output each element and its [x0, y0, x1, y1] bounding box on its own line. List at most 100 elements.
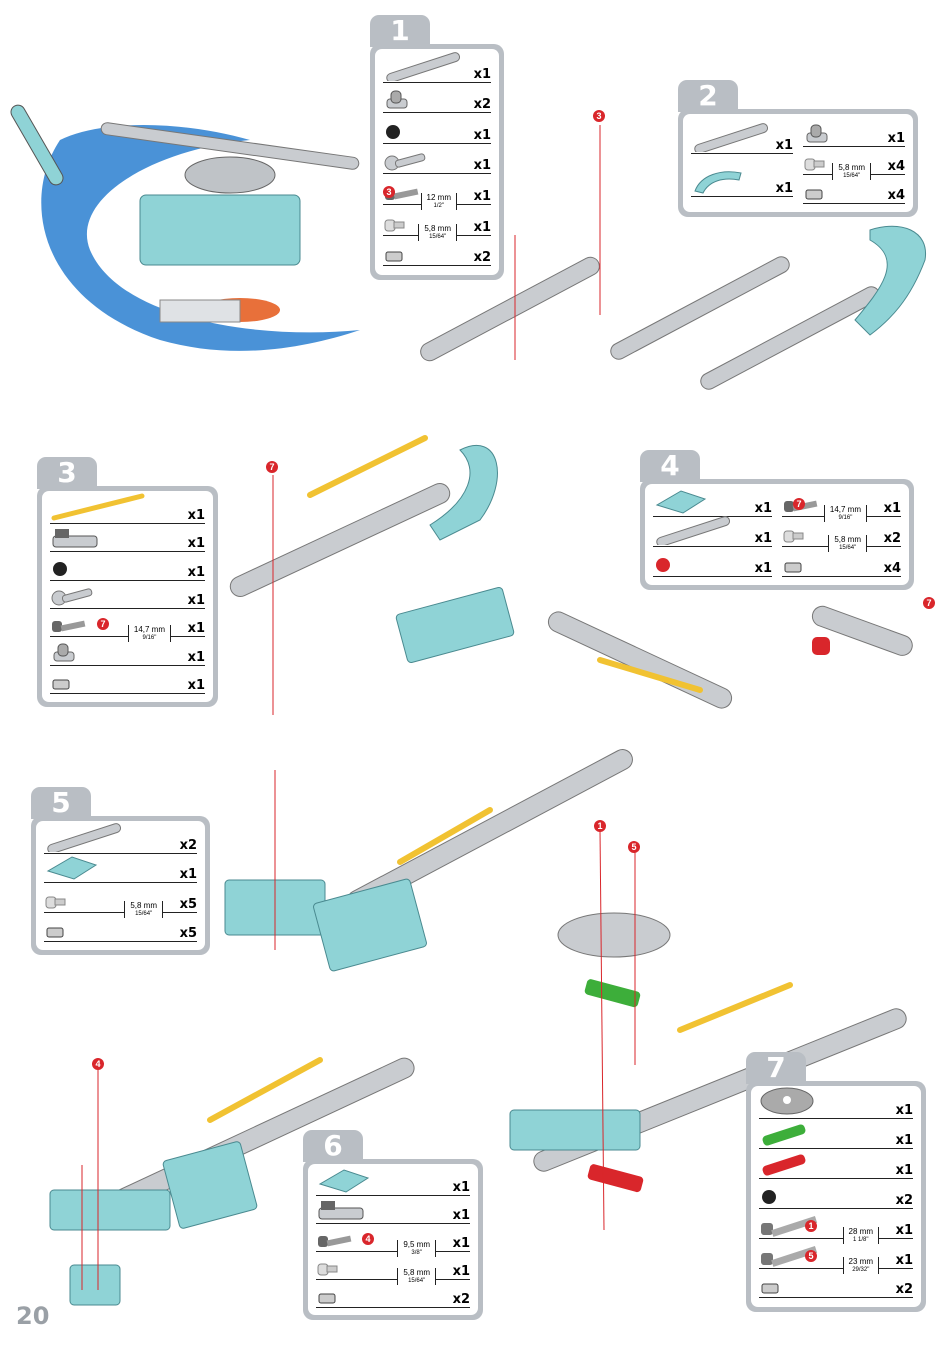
part-quantity: x2 — [895, 1192, 913, 1208]
part-quantity: x1 — [895, 1103, 913, 1119]
screw-callout-badge: 1 — [594, 820, 606, 832]
screw-reference-badge: 5 — [805, 1249, 817, 1262]
part-quantity: x1 — [754, 530, 772, 546]
part-quantity: x2 — [452, 1291, 470, 1307]
screw-reference-badge: 7 — [97, 618, 109, 631]
part-quantity: x2 — [895, 1282, 913, 1298]
part-row: x1 — [50, 556, 205, 581]
size-inch: 15/64" — [429, 233, 447, 240]
part-quantity: x1 — [187, 507, 205, 523]
size-mm: 5,8 mm — [130, 900, 157, 910]
part-row: x1 — [759, 1087, 913, 1120]
size-inch: 15/64" — [408, 1277, 426, 1284]
part-quantity: x1 — [187, 536, 205, 552]
part-quantity: x1 — [473, 66, 491, 82]
part-quantity: x1 — [452, 1263, 470, 1279]
step-number-tab: 6 — [303, 1130, 363, 1162]
part-row: x2 — [44, 823, 197, 855]
part-row: x1 — [316, 1199, 470, 1225]
screw-callout-badge: 7 — [266, 461, 278, 473]
part-quantity: x1 — [895, 1252, 913, 1268]
part-row: x1 — [316, 1169, 470, 1197]
part-row: x2 — [759, 1273, 913, 1299]
part-quantity: x1 — [895, 1222, 913, 1238]
part-quantity: x2 — [473, 97, 491, 113]
screw-callout-badge: 5 — [628, 841, 640, 853]
step-number-tab: 4 — [640, 450, 700, 482]
screw-callout-badge: 7 — [923, 597, 935, 609]
part-row: x1 — [383, 119, 491, 144]
step-number-tab: 7 — [746, 1052, 806, 1084]
size-mm: 12 mm — [426, 193, 451, 203]
part-row: x1 — [50, 669, 205, 695]
part-row: x1 — [653, 516, 772, 547]
part-quantity: x1 — [179, 867, 197, 883]
part-quantity: x1 — [775, 181, 793, 196]
part-quantity: x1 — [473, 158, 491, 174]
part-quantity: x1 — [187, 678, 205, 694]
part-row: x1 — [383, 51, 491, 83]
size-mm: 28 mm — [848, 1226, 873, 1236]
part-quantity: x1 — [473, 189, 491, 205]
page-number: 20 — [16, 1302, 50, 1330]
size-mm: 23 mm — [848, 1256, 873, 1266]
size-inch: 15/64" — [839, 544, 857, 551]
part-row: x1 — [50, 641, 205, 666]
part-quantity: x5 — [179, 925, 197, 941]
part-row: x1 — [50, 493, 205, 524]
size-inch: 1 1/8" — [853, 1236, 869, 1243]
size-mm: 14,7 mm — [133, 625, 165, 635]
part-quantity: x1 — [895, 1133, 913, 1149]
size-mm: 5,8 mm — [834, 534, 861, 544]
part-quantity: x1 — [187, 564, 205, 580]
part-quantity: x1 — [187, 592, 205, 608]
part-quantity: x1 — [775, 138, 793, 153]
part-quantity: x1 — [452, 1235, 470, 1251]
step-number-tab: 5 — [31, 787, 91, 819]
part-row: x2 — [759, 1184, 913, 1209]
size-inch: 3/8" — [411, 1249, 422, 1256]
part-quantity: x2 — [473, 250, 491, 266]
parts-column: x1 x1 — [691, 120, 793, 206]
part-row: x1 — [653, 552, 772, 577]
part-row: x5 — [44, 917, 197, 942]
part-quantity: x4 — [887, 188, 905, 204]
size-mm: 5,8 mm — [838, 163, 865, 173]
part-row: x1 — [653, 490, 772, 518]
screw-callout-badge: 3 — [593, 110, 605, 122]
part-quantity: x1 — [754, 560, 772, 576]
part-quantity: x1 — [754, 501, 772, 517]
part-row: x4 — [803, 179, 905, 205]
part-quantity: x2 — [179, 838, 197, 854]
screw-reference-badge: 4 — [362, 1232, 374, 1245]
part-row: x1 — [383, 149, 491, 175]
part-quantity: x1 — [883, 501, 901, 517]
